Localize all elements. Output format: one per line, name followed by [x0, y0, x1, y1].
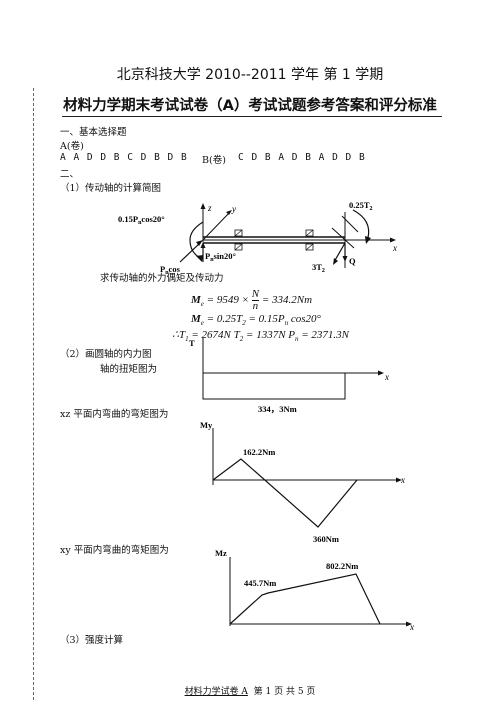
mz-axis-label: Mz [215, 548, 227, 558]
header-title-line2: 材料力学期末考试试卷（A）考试试题参考答案和评分标准 [63, 98, 437, 114]
torque-axis-t: T [189, 338, 195, 348]
header-rule [62, 116, 442, 117]
my-diagram: My x 162.2Nm 360Nm [200, 420, 405, 544]
label-3t2: 3T2 [312, 262, 325, 274]
label-x: x [392, 243, 397, 253]
mz-diagram: Mz x 445.7Nm 802.2Nm [215, 548, 414, 632]
my-axis-label: My [200, 420, 213, 430]
label-pn-sin: Pnsin20° [205, 251, 236, 263]
mz-label-a: 445.7Nm [244, 578, 276, 588]
equation-2: Me = 0.25T2 = 0.15Pn cos20° [191, 313, 321, 328]
item3-text: （3）强度计算 [60, 635, 124, 646]
item1-text: （1）传动轴的计算简图 [60, 183, 162, 194]
answers-a: A A D D B C D B D B [60, 152, 188, 163]
item2-text: （2）画圆轴的内力图 [60, 349, 152, 360]
binding-dashed-line [33, 88, 34, 700]
label-load-left: 0.15Pncos20° [118, 214, 165, 226]
section1-sub: A(卷) [60, 141, 84, 152]
label-z: z [207, 203, 212, 213]
label-q: Q [349, 256, 356, 266]
mz-label-b: 802.2Nm [326, 561, 358, 571]
torque-value-label: 334，3Nm [258, 404, 297, 414]
torque-diagram: T x 334，3Nm [189, 338, 389, 414]
item2-xy-text: xy 平面内弯曲的弯矩图为 [60, 545, 169, 556]
answers-b-label: B(卷) [202, 155, 226, 166]
equation-3: ∴T1 = 2674N T2 = 1337N Pn = 2371.3N [172, 329, 350, 344]
label-load-right: 0.25T2 [349, 200, 373, 212]
item2-xz-text: xz 平面内弯曲的弯矩图为 [60, 409, 169, 420]
my-peak-label: 162.2Nm [243, 447, 275, 457]
footer-page: 第 1 页 共 5 页 [253, 687, 316, 697]
shaft-diagram: z y x 0.15Pncos20° 0.25T2 Pncos Pnsin20°… [118, 200, 397, 276]
my-min-label: 360Nm [313, 534, 339, 544]
item1-desc: 求传动轴的外力偶矩及传动力 [100, 273, 224, 284]
mz-axis-x: x [409, 622, 414, 632]
label-y: y [231, 204, 236, 214]
header-title-line1: 北京科技大学 2010--2011 学年 第 1 学期 [116, 67, 384, 83]
my-axis-x: x [400, 475, 405, 485]
item2-torque-text: 轴的扭矩图为 [100, 364, 158, 375]
section2-heading: 二、 [60, 169, 80, 180]
torque-axis-x: x [384, 372, 389, 382]
section1-heading: 一、基本选择题 [60, 127, 127, 138]
answers-b: C D B A D B A D D B [238, 152, 366, 163]
label-pn-cos: Pncos [160, 264, 181, 276]
footer-exam: 材料力学试卷 A [184, 687, 248, 697]
page-footer: 材料力学试卷 A 第 1 页 共 5 页 [0, 684, 500, 697]
